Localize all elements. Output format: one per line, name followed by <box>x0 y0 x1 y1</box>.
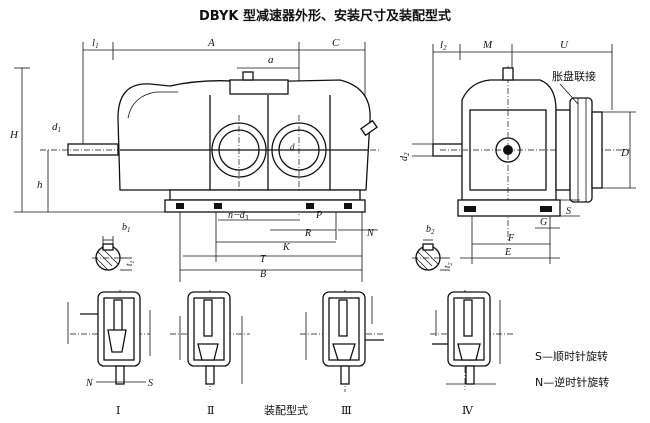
assembly-type-1-label: Ⅰ <box>116 405 120 417</box>
dim-B: B <box>260 269 266 280</box>
dim-K: K <box>282 242 291 253</box>
assembly-type-4: Ⅳ <box>430 290 515 417</box>
dim-H: H <box>9 129 19 141</box>
assembly-1-S: S <box>148 378 153 389</box>
front-view: l1 A C a H h d1 d <box>9 37 380 282</box>
assembly-type-4-label: Ⅳ <box>462 405 474 417</box>
dim-l1: l1 <box>92 37 99 50</box>
legend-clockwise: S—顺时针旋转 <box>535 349 608 363</box>
dim-l2: l2 <box>440 39 447 52</box>
dim-C: C <box>332 37 340 49</box>
assembly-type-2: Ⅱ <box>170 290 250 417</box>
side-view: l2 M U d2 胀盘联接 D S <box>399 39 636 264</box>
assembly-1-N: N <box>85 378 94 389</box>
dim-U: U <box>560 39 569 51</box>
dim-P: P <box>315 210 322 221</box>
dim-T: T <box>260 254 267 265</box>
keyway-b1: b1 <box>122 222 131 234</box>
dim-d2: d2 <box>399 152 411 161</box>
assembly-type-3-label: Ⅲ <box>341 405 352 417</box>
drawing-title: DBYK 型减速器外形、安装尺寸及装配型式 <box>199 8 451 24</box>
keyway-t1: t1 <box>124 260 136 266</box>
dim-d1: d1 <box>52 121 61 134</box>
dim-n-d3: n−d3 <box>228 210 249 222</box>
keyway-section-1: b1 t1 <box>92 222 136 271</box>
dim-N: N <box>366 228 375 239</box>
dim-h: h <box>37 179 43 191</box>
dim-d: d <box>290 142 295 152</box>
dim-F: F <box>507 233 515 244</box>
dim-A: A <box>207 37 215 49</box>
assembly-type-2-label: Ⅱ <box>207 405 214 417</box>
legend-counterclockwise: N—逆时针旋转 <box>535 375 609 389</box>
dim-S: S <box>566 206 571 217</box>
dim-G: G <box>540 217 547 228</box>
dim-E: E <box>504 247 511 258</box>
dim-R: R <box>304 228 311 239</box>
assembly-type-1: N S Ⅰ <box>67 290 153 417</box>
keyway-t2: t2 <box>442 262 454 268</box>
keyway-b2: b2 <box>426 224 435 236</box>
dim-M: M <box>482 39 493 51</box>
dim-a: a <box>268 54 274 66</box>
coupling-label: 胀盘联接 <box>552 69 596 83</box>
assembly-caption: 装配型式 <box>264 403 308 417</box>
keyway-section-2: b2 t2 <box>412 224 454 271</box>
dim-D: D <box>620 147 629 159</box>
assembly-type-3: Ⅲ <box>300 290 385 417</box>
